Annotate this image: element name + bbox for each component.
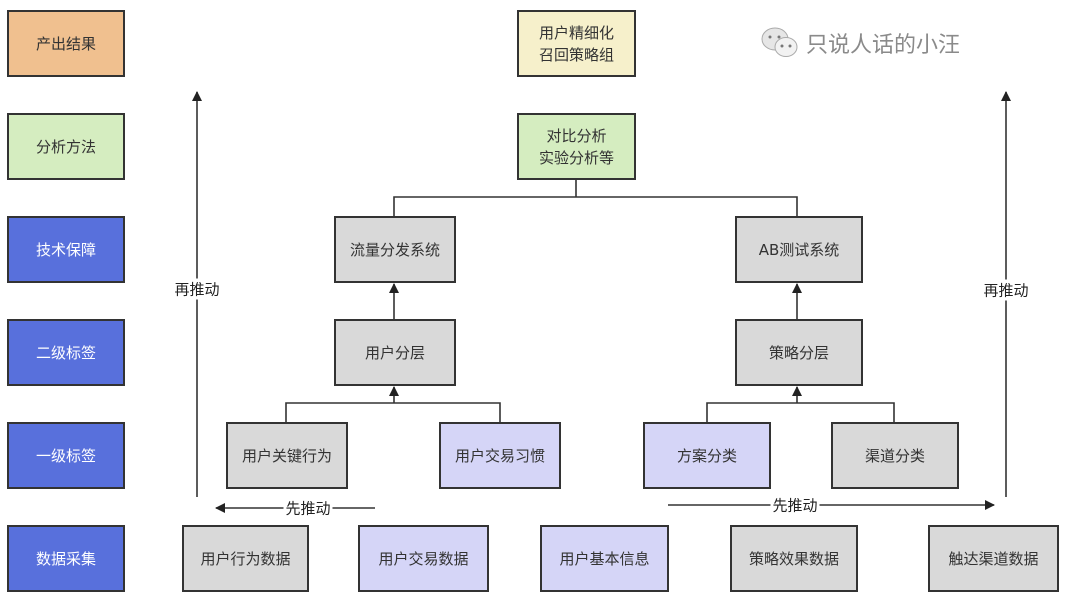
node-channel-class: 渠道分类 [831, 422, 959, 489]
watermark-text: 只说人话的小汪 [806, 33, 961, 58]
node-user-trade-habit: 用户交易习惯 [439, 422, 561, 489]
layer-primary-tag: 一级标签 [7, 422, 125, 489]
node-traffic-system: 流量分发系统 [334, 216, 456, 283]
right-then-push-label: 再推动 [981, 279, 1031, 301]
node-data-trade: 用户交易数据 [358, 525, 489, 592]
layer-tech: 技术保障 [7, 216, 125, 283]
right-first-push-label: 先推动 [770, 494, 820, 516]
method-to-tech-connector [393, 179, 798, 216]
strategy-tags-to-strategy-layer-arrow [706, 387, 895, 422]
left-first-push-label: 先推动 [283, 497, 333, 519]
node-method: 对比分析 实验分析等 [517, 113, 636, 180]
watermark: 只说人话的小汪 [760, 26, 960, 60]
wechat-icon [761, 27, 798, 57]
node-result: 用户精细化 召回策略组 [517, 10, 636, 77]
layer-method: 分析方法 [7, 113, 125, 180]
node-user-key-behavior: 用户关键行为 [226, 422, 348, 489]
user-tags-to-user-layer-arrow [285, 387, 501, 422]
layer-data-collection: 数据采集 [7, 525, 125, 592]
left-then-push-label: 再推动 [172, 278, 222, 300]
node-strategy-layer: 策略分层 [735, 319, 863, 386]
node-data-basic: 用户基本信息 [540, 525, 669, 592]
node-data-behavior: 用户行为数据 [182, 525, 309, 592]
node-data-strategy: 策略效果数据 [730, 525, 858, 592]
node-data-channel: 触达渠道数据 [928, 525, 1059, 592]
layer-output: 产出结果 [7, 10, 125, 77]
node-ab-system: AB测试系统 [735, 216, 863, 283]
node-plan-class: 方案分类 [643, 422, 771, 489]
node-user-layer: 用户分层 [334, 319, 456, 386]
layer-secondary-tag: 二级标签 [7, 319, 125, 386]
